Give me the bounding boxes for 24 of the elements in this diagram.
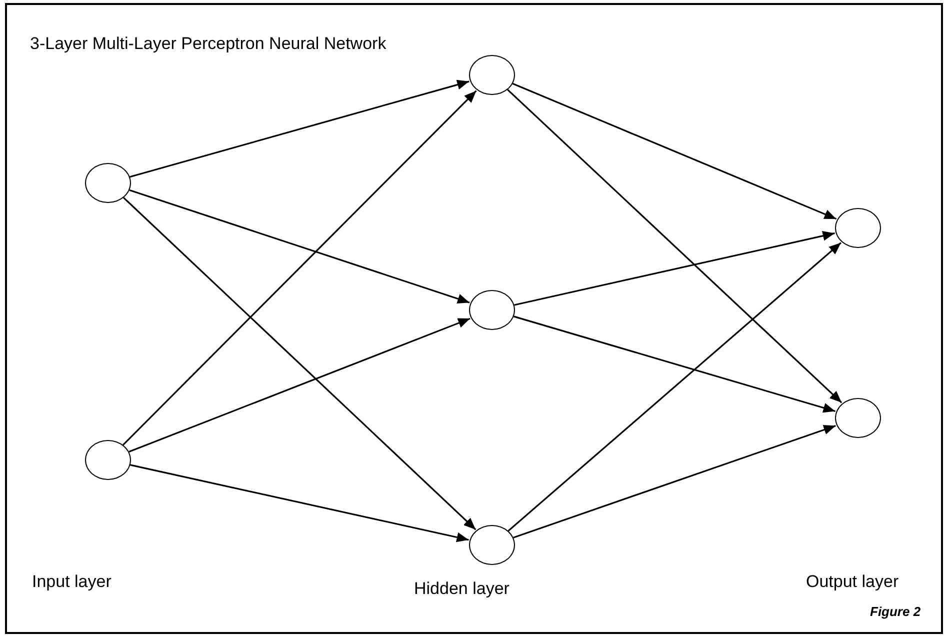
arrow [128,318,470,453]
figure-number: Figure 2 [870,604,921,619]
neuron-circle [835,398,881,438]
arrow [508,242,842,532]
neuron-circle [835,208,881,248]
arrow [514,230,835,306]
arrow [130,80,470,178]
neuron-circle [469,290,515,330]
layer-label: Input layer [32,572,112,592]
neuron-circle [85,163,131,203]
arrow [512,82,837,220]
arrow [122,90,477,446]
arrow [513,424,836,538]
diagram-title: 3-Layer Multi-Layer Perceptron Neural Network [30,34,386,54]
neuron-circle [469,55,515,95]
neuron-circle [85,440,131,480]
arrow [130,464,469,542]
layer-label: Hidden layer [414,579,510,599]
arrow [514,316,836,413]
arrow [129,189,470,304]
arrow [507,89,842,404]
arrow [123,197,476,530]
layer-label: Output layer [806,572,899,592]
neuron-circle [469,525,515,565]
